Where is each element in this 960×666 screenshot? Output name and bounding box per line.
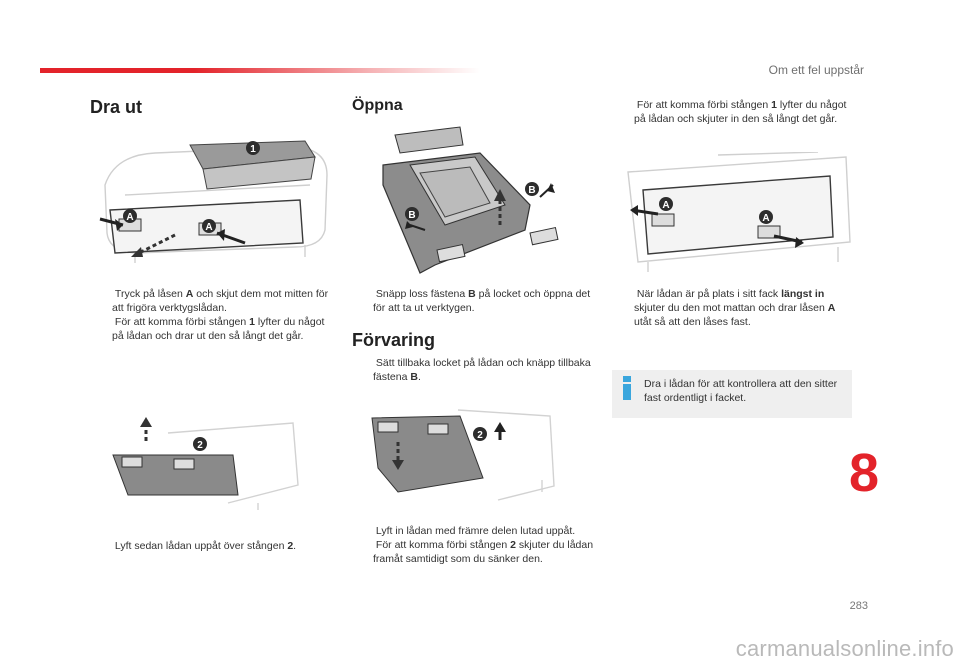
figure-open-lid: B B	[365, 125, 565, 280]
label-b: B	[408, 210, 415, 221]
label-a: A	[662, 200, 669, 211]
figure-pull-out-toolbox: 1 A A	[95, 135, 335, 265]
info-box: Dra i lådan för att kontrollera att den …	[612, 370, 852, 418]
list-right-top: För att komma förbi stången 1 lyfter du …	[614, 98, 854, 126]
list-item: När lådan är på plats i sitt fack längst…	[634, 288, 836, 328]
label-2: 2	[477, 430, 483, 441]
list-item: Tryck på låsen A och skjut dem mot mitte…	[112, 288, 329, 314]
list-forvaring: Sätt tillbaka locket på lådan och knäpp …	[353, 356, 593, 384]
info-icon	[621, 376, 633, 400]
heading-forvaring: Förvaring	[352, 330, 436, 350]
chapter-title: Om ett fel uppstår	[768, 63, 864, 77]
figure-lift-toolbox: 2	[108, 415, 308, 510]
list-item: Lyft sedan lådan uppåt över stången 2.	[114, 540, 297, 552]
list-item: Lyft in lådan med främre delen lutad upp…	[375, 525, 576, 537]
label-a: A	[205, 222, 212, 233]
list-item: Snäpp loss fästena B på locket och öppna…	[373, 288, 591, 314]
label-2: 2	[197, 440, 203, 451]
label-b: B	[528, 185, 535, 196]
list-item: För att komma förbi stången 1 lyfter du …	[634, 99, 847, 125]
list-item: För att komma förbi stången 1 lyfter du …	[112, 316, 325, 342]
list-forvaring-2: Lyft in lådan med främre delen lutad upp…	[353, 524, 603, 566]
list-item: För att komma förbi stången 2 skjuter du…	[373, 539, 594, 565]
list-oppna: Snäpp loss fästena B på locket och öppna…	[353, 287, 593, 315]
list-dra-ut: Tryck på låsen A och skjut dem mot mitte…	[92, 287, 338, 343]
list-dra-ut-2: Lyft sedan lådan uppåt över stången 2.	[92, 539, 338, 553]
list-right-mid: När lådan är på plats i sitt fack längst…	[614, 287, 854, 329]
heading-dra-ut: Dra ut	[90, 97, 143, 117]
chapter-number: 8	[848, 443, 880, 503]
header-accent-bar	[40, 68, 480, 73]
label-1: 1	[250, 144, 256, 155]
page-number: 283	[849, 600, 868, 612]
heading-oppna: Öppna	[352, 97, 403, 114]
label-a: A	[762, 213, 769, 224]
figure-insert-toolbox: 2	[368, 408, 568, 508]
label-a: A	[126, 212, 133, 223]
list-item: Sätt tillbaka locket på lådan och knäpp …	[373, 357, 591, 383]
watermark: carmanualsonline.info	[735, 636, 954, 661]
info-text: Dra i lådan för att kontrollera att den …	[644, 378, 838, 404]
figure-push-in-toolbox: A A	[618, 152, 856, 274]
